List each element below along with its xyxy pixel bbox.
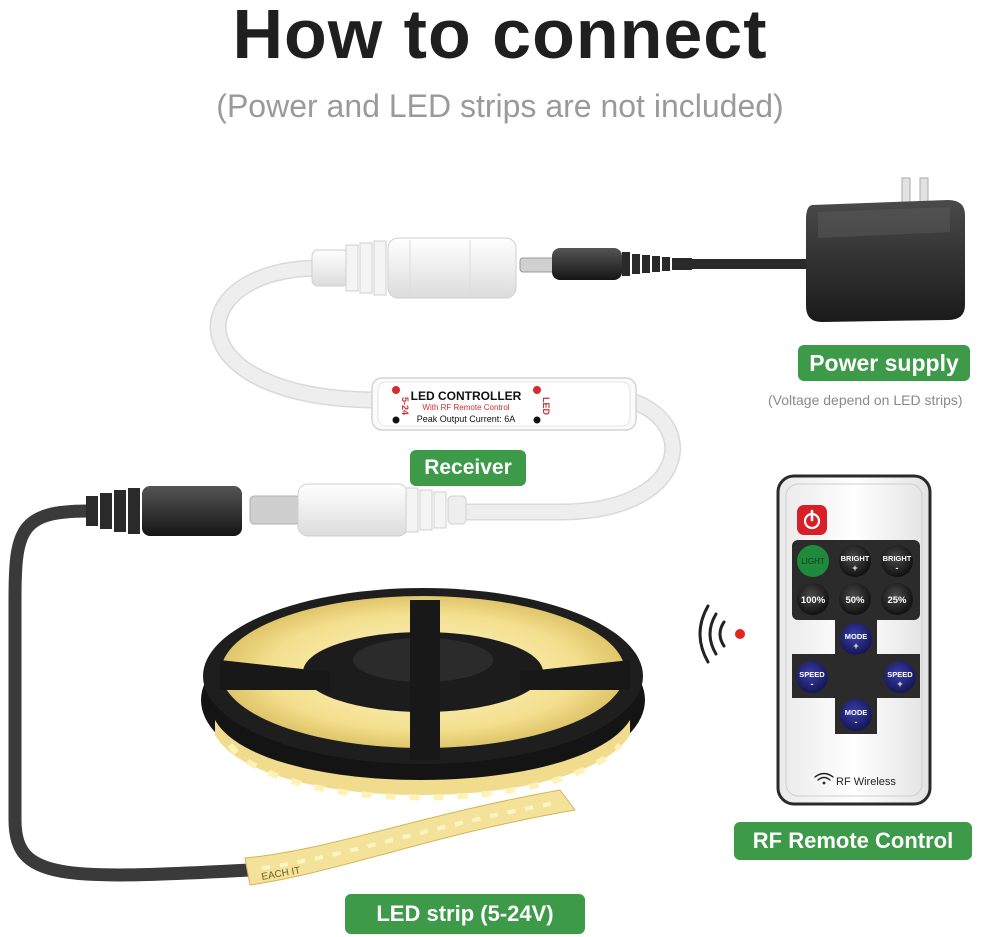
controller-right-label: LED <box>541 397 551 416</box>
svg-text:-: - <box>855 717 858 727</box>
remote-wifi-icon <box>814 772 834 785</box>
remote-brand: RF Wireless <box>836 776 896 788</box>
svg-text:50%: 50% <box>845 595 865 606</box>
signal-dot <box>735 629 745 639</box>
remote-mode-down-button[interactable]: MODE - <box>840 699 872 731</box>
remote-100-button[interactable]: 100% <box>797 583 829 615</box>
receiver-cable <box>209 259 682 521</box>
controller-peak: Peak Output Current: 6A <box>417 414 516 424</box>
remote-50-button[interactable]: 50% <box>839 583 871 615</box>
svg-text:SPEED: SPEED <box>887 670 913 679</box>
power-supply-label: Power supply <box>798 345 970 381</box>
svg-text:100%: 100% <box>801 595 826 606</box>
strip-input-jack <box>86 486 242 536</box>
receiver-label: Receiver <box>410 450 526 486</box>
led-strip-reel <box>201 588 645 801</box>
svg-text:MODE: MODE <box>845 632 868 641</box>
svg-text:+: + <box>897 679 902 689</box>
svg-text:+: + <box>852 563 857 573</box>
strip-label: LED strip (5-24V) <box>345 894 585 934</box>
remote-bright-down-button[interactable]: BRIGHT - <box>881 545 913 577</box>
controller-sub: With RF Remote Control <box>422 403 509 412</box>
remote-power-icon[interactable] <box>797 505 827 535</box>
page-title: How to connect <box>232 0 768 73</box>
remote-light-button[interactable]: LIGHT <box>797 545 829 577</box>
remote-dpad <box>792 620 920 734</box>
svg-text:-: - <box>811 679 814 689</box>
receiver-output-plug <box>249 483 467 537</box>
remote-mode-up-button[interactable]: MODE + <box>840 623 872 655</box>
page-subtitle: (Power and LED strips are not included) <box>216 88 784 124</box>
remote-speed-down-button[interactable]: SPEED - <box>796 661 828 693</box>
svg-text:+: + <box>853 641 858 651</box>
controller-name: LED CONTROLLER <box>411 389 522 403</box>
svg-text:BRIGHT: BRIGHT <box>841 554 870 563</box>
strip-cable <box>8 504 257 882</box>
controller-output-mark <box>533 386 541 394</box>
remote-bright-up-button[interactable]: BRIGHT + <box>839 545 871 577</box>
power-plug <box>519 248 692 280</box>
controller-input-mark <box>392 386 400 394</box>
wireless-signal-icon <box>698 604 726 664</box>
power-adapter <box>806 177 965 322</box>
svg-text:BRIGHT: BRIGHT <box>883 554 912 563</box>
svg-text:LIGHT: LIGHT <box>801 557 825 566</box>
svg-text:SPEED: SPEED <box>799 670 825 679</box>
svg-text:25%: 25% <box>887 595 907 606</box>
remote-25-button[interactable]: 25% <box>881 583 913 615</box>
rf-remote: LIGHT BRIGHT + BRIGHT - 100% 50% 25% MOD… <box>776 474 932 806</box>
controller-left-label: 5-24 <box>400 397 410 415</box>
remote-label: RF Remote Control <box>734 822 972 860</box>
svg-text:MODE: MODE <box>845 708 868 717</box>
receiver-input-jack <box>311 237 517 299</box>
led-controller: 5-24 LED LED CONTROLLER With RF Remote C… <box>371 377 637 431</box>
remote-speed-up-button[interactable]: SPEED + <box>884 661 916 693</box>
power-supply-note: (Voltage depend on LED strips) <box>768 392 963 408</box>
svg-text:-: - <box>896 563 899 573</box>
